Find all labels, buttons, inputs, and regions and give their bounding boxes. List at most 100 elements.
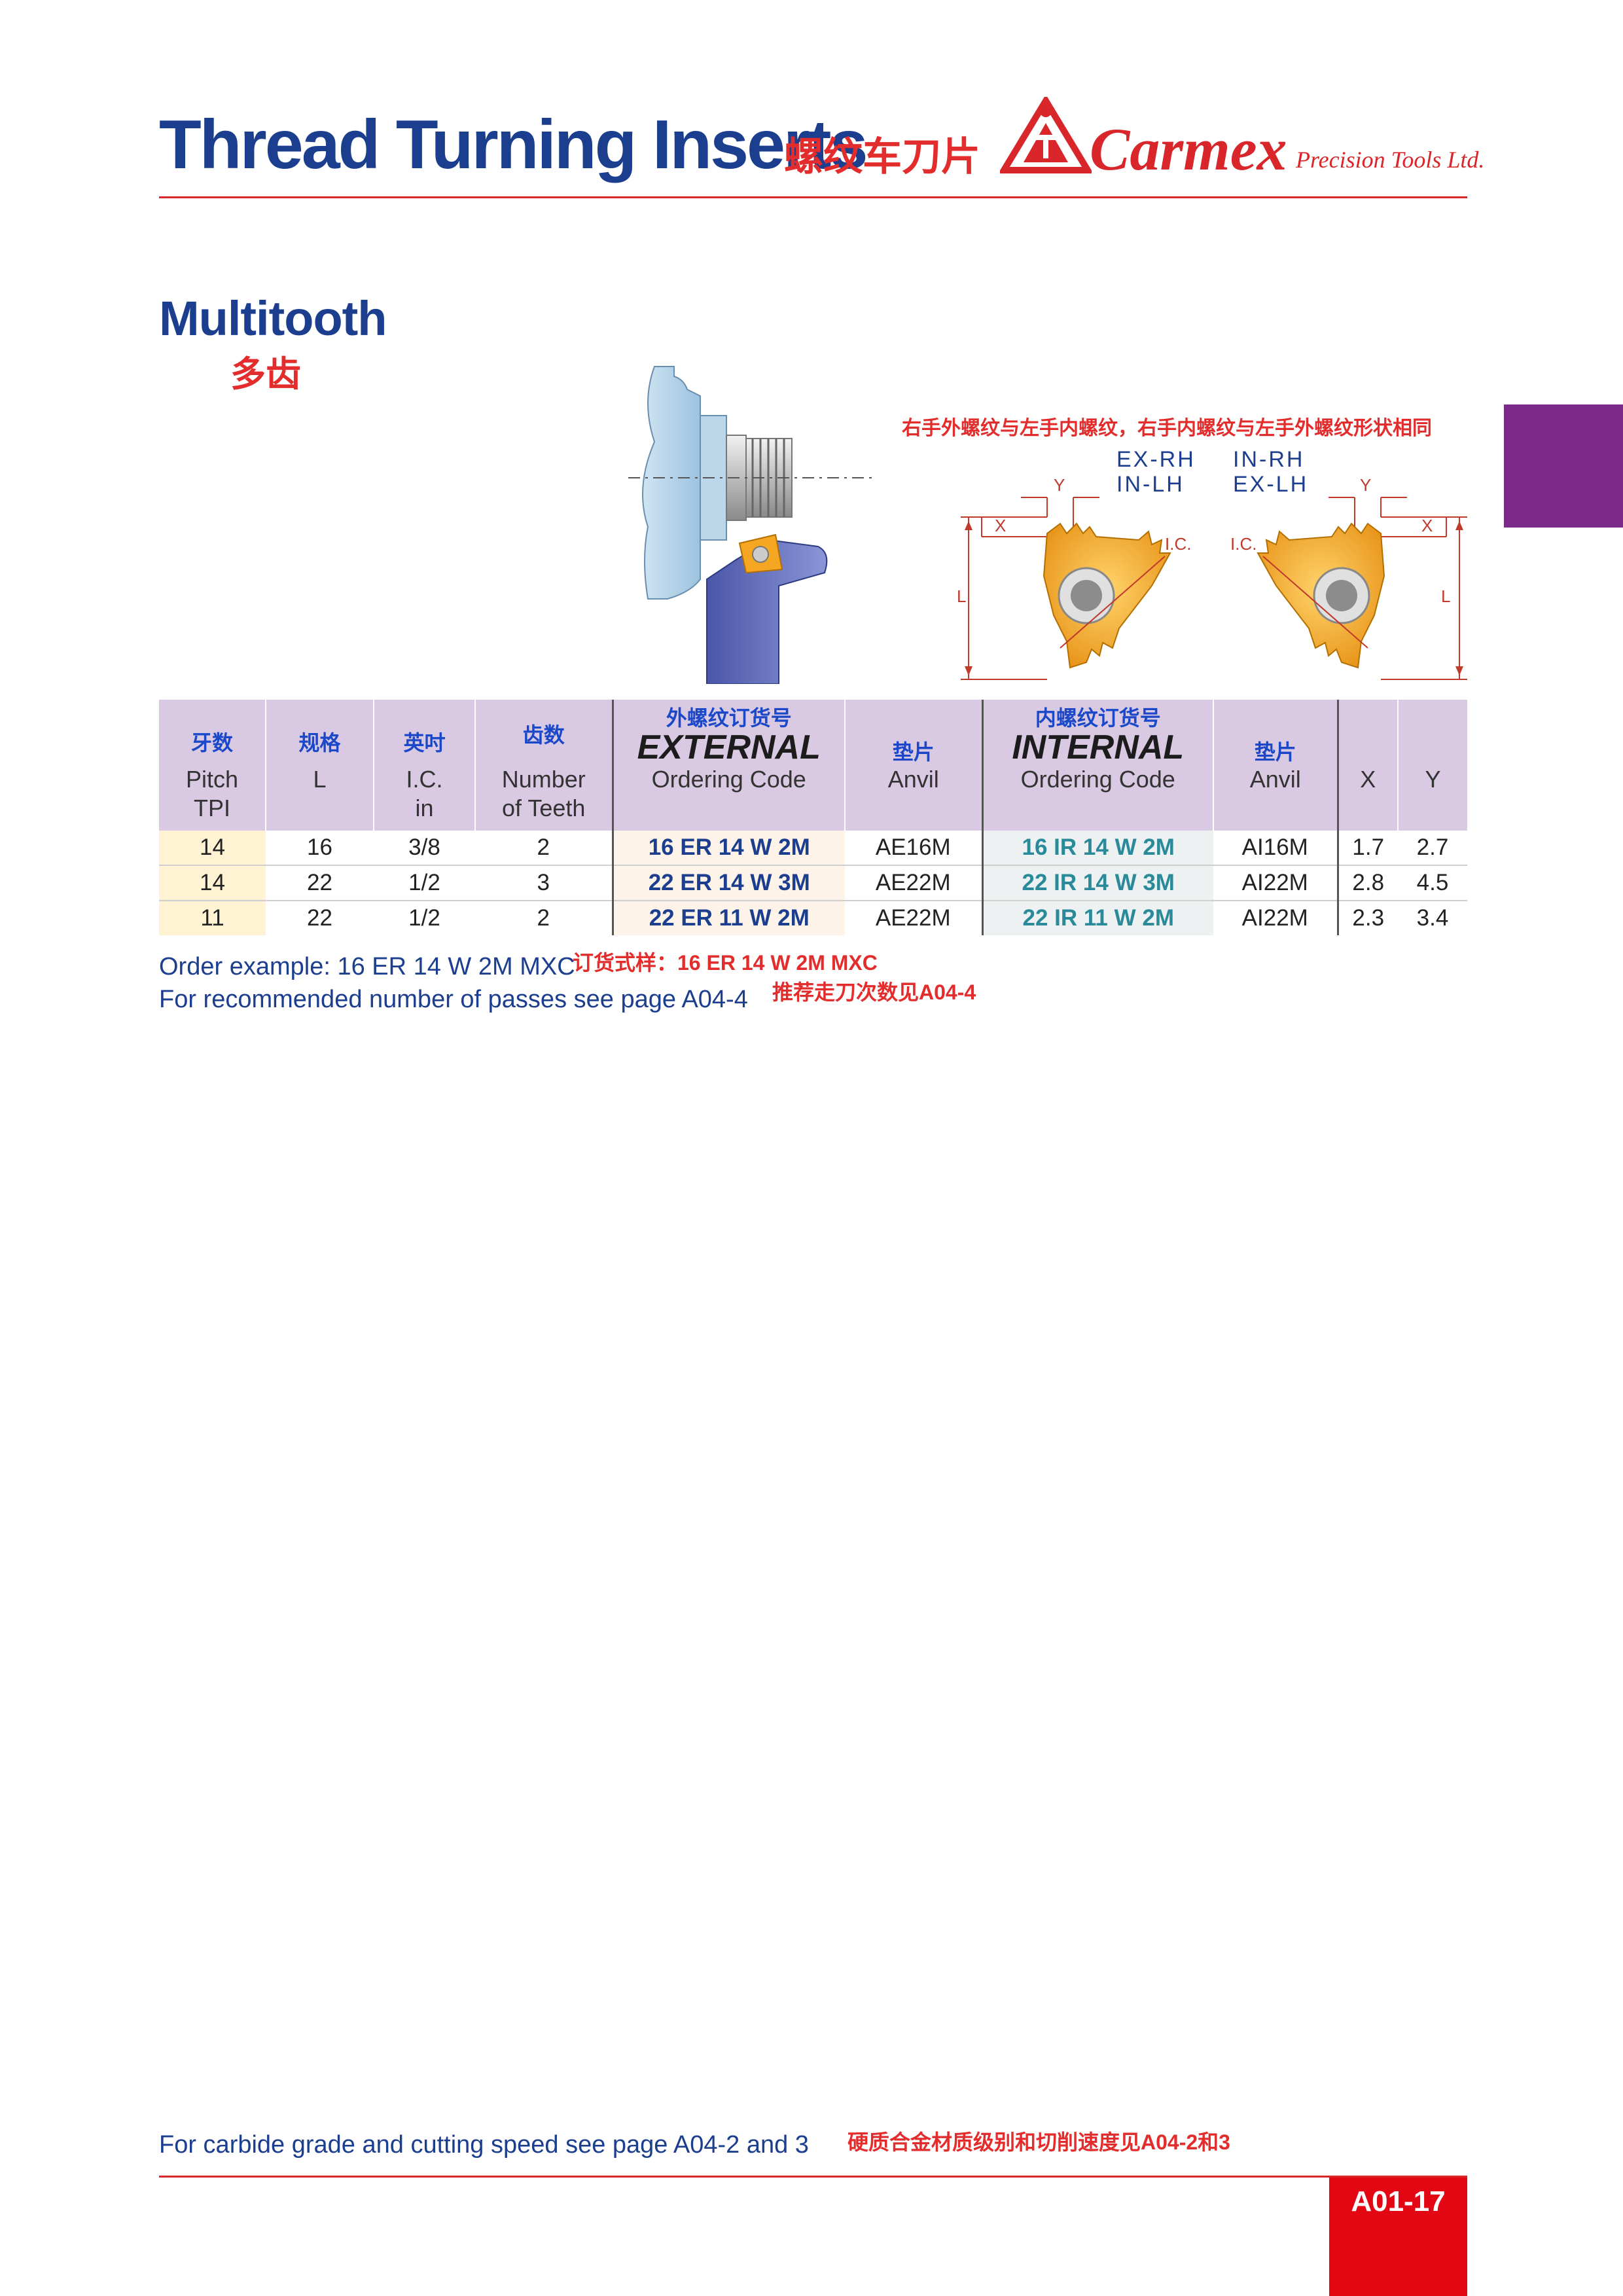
cell-external-code: 16 ER 14 W 2M xyxy=(611,831,845,866)
cell-external-code: 22 ER 14 W 3M xyxy=(611,865,845,901)
header-ic: 英吋 I.C. in xyxy=(374,700,476,831)
table-row: 11 22 1/2 2 22 ER 11 W 2M AE22M 22 IR 11… xyxy=(159,901,1467,935)
table-header-row: 牙数 Pitch TPI 规格 L 英吋 I.C. in 齿数 Number xyxy=(159,700,1467,831)
header-teeth-en2: of Teeth xyxy=(502,795,586,821)
header-pitch-cn: 牙数 xyxy=(190,731,233,755)
header-teeth-cn: 齿数 xyxy=(522,723,565,747)
label-in-lh: IN-LH xyxy=(1116,472,1185,497)
order-example-cn: 订货式样：16 ER 14 W 2M MXC xyxy=(573,951,878,975)
label-ex-lh: EX-LH xyxy=(1233,472,1309,497)
cell-ic: 1/2 xyxy=(374,865,475,901)
brand-subtitle: Precision Tools Ltd. xyxy=(1296,147,1485,173)
header-anvil-en: Anvil xyxy=(887,766,939,793)
header-ic-en: I.C. xyxy=(406,766,443,793)
dim-x-left: X xyxy=(995,516,1006,535)
dim-ic-right: I.C. xyxy=(1230,534,1257,554)
cell-ic: 1/2 xyxy=(408,905,440,931)
cell-ic: 3/8 xyxy=(374,831,475,866)
header-external: 外螺纹订货号 EXTERNAL Ordering Code xyxy=(613,700,846,831)
header-anvil-cn: 垫片 xyxy=(892,740,935,764)
thread-hand-note: 右手外螺纹与左手内螺纹，右手内螺纹与左手外螺纹形状相同 xyxy=(902,418,1432,439)
cell-y: 3.4 xyxy=(1416,905,1449,931)
header-pitch-en2: TPI xyxy=(193,795,230,821)
header-l: 规格 L xyxy=(266,700,374,831)
header-anvil2-cn: 垫片 xyxy=(1254,740,1296,764)
header-anvil2-en: Anvil xyxy=(1249,766,1301,793)
section-title: Multitooth xyxy=(159,291,387,346)
table-row: 14 22 1/2 3 22 ER 14 W 3M AE22M 22 IR 14… xyxy=(159,865,1467,901)
dim-l-left: L xyxy=(957,586,966,606)
header-teeth-en: Number xyxy=(501,766,586,793)
header-x-label: X xyxy=(1360,766,1376,793)
label-ex-rh: EX-RH xyxy=(1116,447,1196,472)
cell-y: 2.7 xyxy=(1398,831,1467,866)
header-int-cn: 内螺纹订货号 xyxy=(1035,706,1161,730)
dim-ic-left: I.C. xyxy=(1165,534,1191,554)
insert-in-rh-diagram: L Y X I.C. xyxy=(1230,475,1467,680)
threading-tool-illustration xyxy=(628,366,877,684)
cell-pitch: 14 xyxy=(159,831,266,866)
cell-x: 2.8 xyxy=(1336,865,1398,901)
header-ext-en: Ordering Code xyxy=(651,766,806,793)
header-internal: 内螺纹订货号 INTERNAL Ordering Code xyxy=(982,700,1214,831)
cell-external-code: 22 ER 11 W 2M xyxy=(611,901,845,935)
cell-x: 1.7 xyxy=(1336,831,1398,866)
cell-internal-code: 16 IR 14 W 2M xyxy=(981,831,1213,866)
multitooth-spec-table: 牙数 Pitch TPI 规格 L 英吋 I.C. in 齿数 Number xyxy=(159,700,1467,935)
cell-anvil-ext: AE22M xyxy=(875,905,951,931)
section-side-tab xyxy=(1504,404,1623,528)
cell-anvil-int: AI16M xyxy=(1213,831,1338,866)
header-y: Y xyxy=(1398,700,1467,831)
insert-ex-rh-diagram: L Y X I.C. xyxy=(957,475,1191,680)
cell-internal-code: 22 IR 14 W 3M xyxy=(981,865,1213,901)
order-example: Order example: 16 ER 14 W 2M MXC xyxy=(159,953,575,980)
section-title-cn: 多齿 xyxy=(230,355,301,394)
header-int-en: Ordering Code xyxy=(1020,766,1175,793)
cell-anvil-int: AI22M xyxy=(1241,905,1308,931)
cell-teeth: 2 xyxy=(537,905,550,931)
header-l-en: L xyxy=(313,766,327,793)
cell-l: 22 xyxy=(307,905,332,931)
header-ext-cn: 外螺纹订货号 xyxy=(666,706,792,730)
header-ic-en2: in xyxy=(415,795,434,821)
footer-grade-note: For carbide grade and cutting speed see … xyxy=(159,2131,809,2159)
footer-divider xyxy=(159,2176,1467,2178)
header-ext-big: EXTERNAL xyxy=(637,728,821,766)
brand-name: Carmex xyxy=(1090,116,1287,183)
header-anvil-int: 垫片 Anvil xyxy=(1213,700,1339,831)
dim-l-right: L xyxy=(1441,586,1450,606)
cell-internal-code: 22 IR 11 W 2M xyxy=(981,901,1213,935)
passes-note: For recommended number of passes see pag… xyxy=(159,986,748,1013)
header-int-big: INTERNAL xyxy=(1012,728,1185,766)
header-pitch: 牙数 Pitch TPI xyxy=(159,700,266,831)
cell-teeth: 3 xyxy=(475,865,613,901)
page-title-cn: 螺纹车刀片 xyxy=(784,135,980,179)
passes-note-cn: 推荐走刀次数见A04-4 xyxy=(772,980,976,1004)
label-in-rh: IN-RH xyxy=(1233,447,1305,472)
header-divider xyxy=(159,196,1467,198)
header-x: X xyxy=(1338,700,1399,831)
page-number: A01-17 xyxy=(1351,2185,1446,2217)
dim-y-right: Y xyxy=(1360,475,1371,495)
carmex-logo-icon xyxy=(1000,97,1092,173)
header-l-cn: 规格 xyxy=(298,731,341,755)
cell-y: 4.5 xyxy=(1398,865,1467,901)
header-pitch-en: Pitch xyxy=(185,766,239,793)
page-title: Thread Turning Inserts xyxy=(159,106,868,183)
footer-grade-note-cn: 硬质合金材质级别和切削速度见A04-2和3 xyxy=(847,2130,1230,2154)
header-anvil-ext: 垫片 Anvil xyxy=(845,700,984,831)
dim-x-right: X xyxy=(1421,516,1433,535)
table-row: 14 16 3/8 2 16 ER 14 W 2M AE16M 16 IR 14… xyxy=(159,831,1467,866)
cell-anvil-int: AI22M xyxy=(1213,865,1338,901)
page-number-tab xyxy=(1329,2178,1467,2296)
cell-anvil-ext: AE16M xyxy=(845,831,982,866)
cell-l: 16 xyxy=(266,831,374,866)
header-teeth: 齿数 Number of Teeth xyxy=(475,700,614,831)
cell-l: 22 xyxy=(266,865,374,901)
dim-y-left: Y xyxy=(1054,475,1065,495)
cell-anvil-ext: AE22M xyxy=(845,865,982,901)
header-y-label: Y xyxy=(1425,766,1441,793)
cell-x: 2.3 xyxy=(1336,901,1398,935)
cell-pitch: 11 xyxy=(159,901,266,935)
cell-pitch: 14 xyxy=(159,865,266,901)
